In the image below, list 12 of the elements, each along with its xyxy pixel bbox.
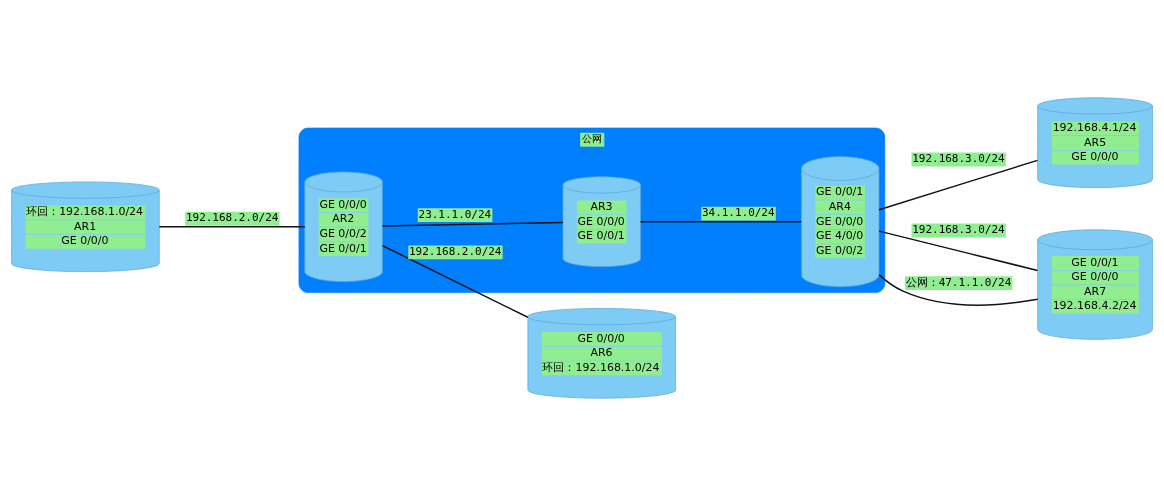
edge-label: 192.168.2.0/24: [409, 244, 502, 258]
connector: [878, 159, 1039, 210]
connector: [381, 221, 564, 227]
edge-label: 公网：47.1.1.0/24: [905, 275, 1012, 289]
edge-label: 192.168.2.0/24: [185, 210, 279, 224]
edge-label: 192.168.3.0/24: [912, 151, 1005, 165]
connector: [878, 229, 1039, 271]
edge-label: 34.1.1.0/24: [701, 205, 775, 219]
connector: [158, 225, 306, 227]
connector: [639, 220, 802, 222]
edge-label: 23.1.1.0/24: [418, 207, 492, 221]
edge-label: 192.168.3.0/24: [912, 222, 1005, 236]
